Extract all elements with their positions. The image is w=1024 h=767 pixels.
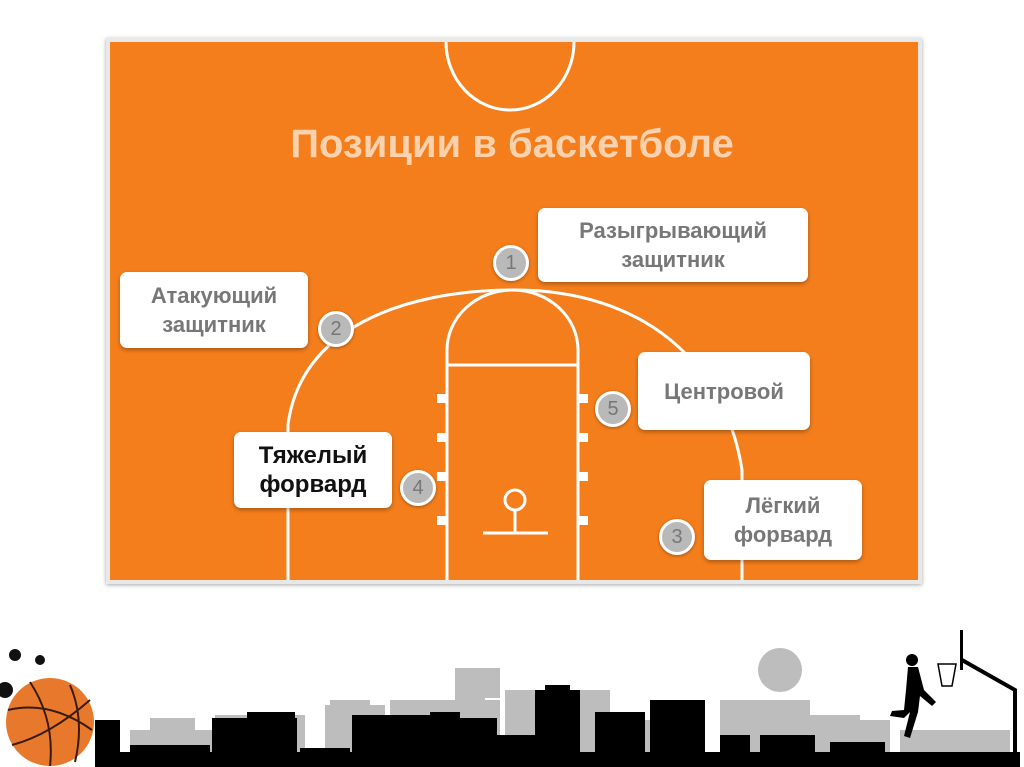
label-center: Центровой: [638, 352, 810, 430]
position-badge-4: 4: [400, 470, 436, 506]
position-badge-1: 1: [493, 245, 529, 281]
label-shooting-guard: Атакующий защитник: [120, 272, 308, 348]
label-line: форвард: [733, 522, 833, 547]
basketball-icon: [0, 649, 94, 767]
label-line: Атакующий: [150, 283, 278, 308]
position-badge-2: 2: [318, 311, 354, 347]
foreground-buildings: [95, 685, 1020, 767]
position-badge-5: 5: [595, 391, 631, 427]
lane-hash-marks: [437, 394, 588, 525]
label-small-forward: Лёгкий форвард: [704, 480, 862, 560]
basket-rim: [503, 488, 527, 512]
center-circle: [444, 42, 576, 112]
city-skyline-decoration: [0, 630, 1020, 767]
lane: [445, 288, 580, 580]
label-line: защитник: [162, 312, 266, 337]
dunking-player-icon: [890, 630, 1017, 767]
label-point-guard: Разыгрывающий защитник: [538, 208, 808, 282]
label-line: защитник: [621, 247, 725, 272]
label-line: Разыгрывающий: [579, 218, 767, 243]
label-line: Центровой: [664, 378, 784, 404]
label-line: форвард: [259, 471, 367, 498]
label-line: Лёгкий: [745, 493, 821, 518]
label-line: Тяжелый: [258, 442, 368, 469]
slide-title: Позиции в баскетболе: [290, 122, 734, 166]
position-badge-3: 3: [659, 519, 695, 555]
